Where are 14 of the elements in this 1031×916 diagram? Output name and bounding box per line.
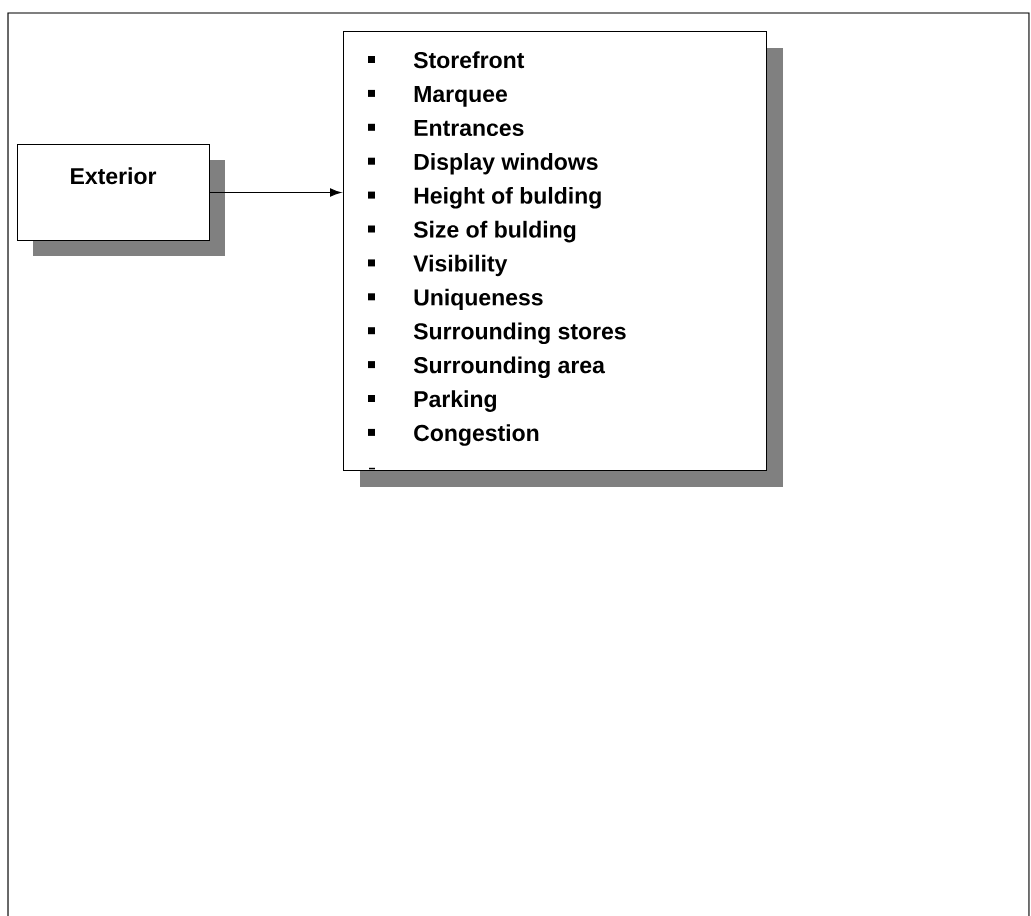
list-item: Marquee (414, 86, 507, 107)
list-item: Congestion (414, 424, 539, 446)
list-item: Storefront (413, 51, 525, 69)
list-item: Size of bulding (413, 220, 576, 243)
list-item: Surrounding area (413, 356, 606, 378)
list-item: Parking (414, 390, 497, 412)
list-item: Surrounding stores (413, 322, 626, 345)
list-item: Uniqueness (414, 288, 543, 311)
process-box: Exterior (17, 144, 210, 241)
list-item: Entrances (414, 120, 524, 136)
list-item: Height of bulding (414, 186, 601, 209)
list-item: Display windows (414, 153, 598, 175)
arrow (209, 188, 341, 197)
list-item: Visibility (413, 254, 508, 277)
